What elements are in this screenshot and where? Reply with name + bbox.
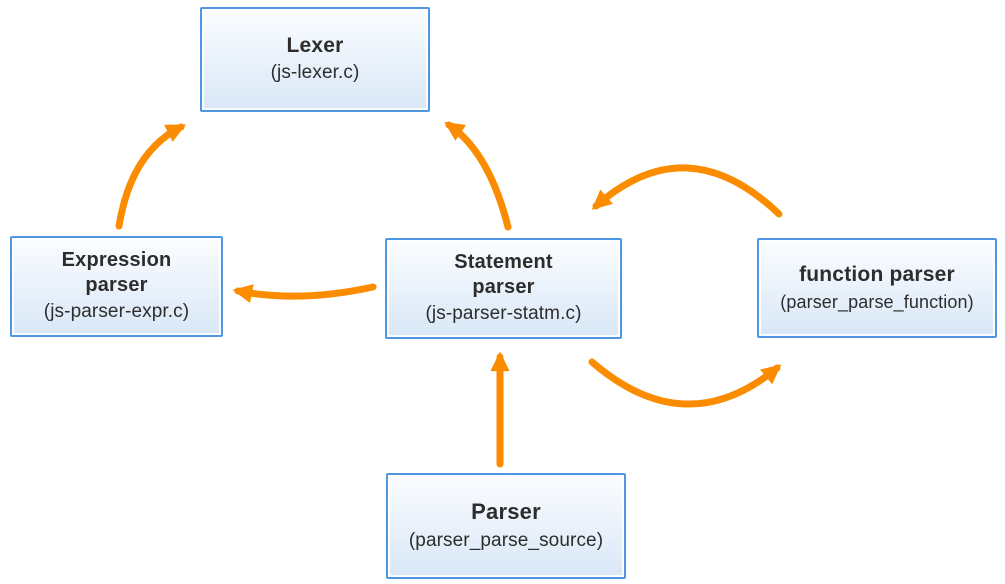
node-parser-title: Parser [471,498,541,524]
arrow-expression-parser-to-lexer-icon [115,123,187,230]
node-lexer-subtitle: (js-lexer.c) [270,62,360,84]
node-expression-parser-title: Expression parser [61,249,172,296]
node-statement-parser-subtitle: (js-parser-statm.c) [425,303,582,325]
node-statement-parser: Statement parser (js-parser-statm.c) [385,238,622,339]
arrow-statement-parser-to-lexer-icon [444,121,512,231]
node-lexer: Lexer (js-lexer.c) [200,7,430,112]
node-expression-parser-subtitle: (js-parser-expr.c) [43,301,190,323]
arrow-statement-parser-to-function-parser-icon [588,358,782,408]
node-expression-parser: Expression parser (js-parser-expr.c) [10,236,223,337]
node-function-parser-title: function parser [799,263,955,287]
arrow-statement-parser-to-expression-parser-icon [232,283,377,304]
node-parser-subtitle: (parser_parse_source) [408,529,604,551]
node-statement-parser-title: Statement parser [454,251,553,298]
arrow-function-parser-to-statement-parser-icon [591,164,783,218]
node-function-parser-subtitle: (parser_parse_function) [780,291,974,312]
node-function-parser: function parser (parser_parse_function) [757,238,997,338]
node-lexer-title: Lexer [286,33,344,57]
node-parser: Parser (parser_parse_source) [386,473,626,579]
